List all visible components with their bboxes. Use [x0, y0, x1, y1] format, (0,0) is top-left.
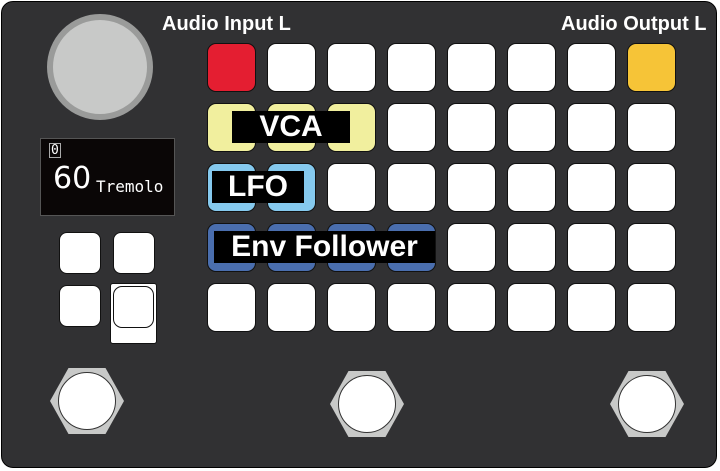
- grid-pad-r3-c3[interactable]: [327, 163, 376, 212]
- module-label-vca: VCA: [232, 111, 350, 143]
- grid-pad-r1-c3[interactable]: [327, 43, 376, 92]
- grid-pad-r1-c5[interactable]: [447, 43, 496, 92]
- grid-pad-r2-c5[interactable]: [447, 103, 496, 152]
- grid-pad-r1-c2[interactable]: [267, 43, 316, 92]
- module-label-lfo: LFO: [212, 171, 304, 203]
- grid-pad-r4-c6[interactable]: [507, 223, 556, 272]
- grid-pad-r4-c5[interactable]: [447, 223, 496, 272]
- grid-pad-r5-c6[interactable]: [507, 283, 556, 332]
- grid-pad-r1-c7[interactable]: [567, 43, 616, 92]
- grid-pad-r3-c5[interactable]: [447, 163, 496, 212]
- small-button-2[interactable]: [113, 232, 155, 274]
- grid-pad-r2-c8[interactable]: [627, 103, 676, 152]
- grid-pad-r2-c4[interactable]: [387, 103, 436, 152]
- grid-pad-r4-c8[interactable]: [627, 223, 676, 272]
- grid-pad-r1-c4[interactable]: [387, 43, 436, 92]
- grid-pad-r5-c7[interactable]: [567, 283, 616, 332]
- grid-pad-r1-c8[interactable]: [627, 43, 676, 92]
- grid-pad-r5-c4[interactable]: [387, 283, 436, 332]
- module-label-env-follower: Env Follower: [214, 231, 435, 263]
- grid-pad-r3-c8[interactable]: [627, 163, 676, 212]
- footswitch-left[interactable]: [50, 368, 124, 434]
- grid-pad-r2-c6[interactable]: [507, 103, 556, 152]
- small-button-1[interactable]: [59, 232, 101, 274]
- display-index: 0: [49, 143, 61, 158]
- footswitch-center[interactable]: [330, 371, 404, 437]
- display-value: 60: [53, 161, 92, 196]
- grid-pad-r1-c1[interactable]: [207, 43, 256, 92]
- grid-pad-r2-c7[interactable]: [567, 103, 616, 152]
- grid-pad-r5-c5[interactable]: [447, 283, 496, 332]
- grid-pad-r3-c4[interactable]: [387, 163, 436, 212]
- grid-pad-r3-c6[interactable]: [507, 163, 556, 212]
- grid-pad-r5-c2[interactable]: [267, 283, 316, 332]
- oled-display: 0 60 Tremolo: [40, 138, 175, 216]
- small-button-3[interactable]: [59, 285, 101, 327]
- shift-button[interactable]: [110, 283, 157, 344]
- display-name: Tremolo: [96, 177, 164, 196]
- grid-pad-r5-c1[interactable]: [207, 283, 256, 332]
- encoder-knob[interactable]: [47, 14, 153, 120]
- grid-pad-r5-c3[interactable]: [327, 283, 376, 332]
- grid-pad-r1-c6[interactable]: [507, 43, 556, 92]
- grid-pad-r3-c7[interactable]: [567, 163, 616, 212]
- audio-output-label: Audio Output L: [561, 13, 707, 35]
- audio-input-label: Audio Input L: [162, 13, 291, 35]
- grid-pad-r5-c8[interactable]: [627, 283, 676, 332]
- grid-pad-r4-c7[interactable]: [567, 223, 616, 272]
